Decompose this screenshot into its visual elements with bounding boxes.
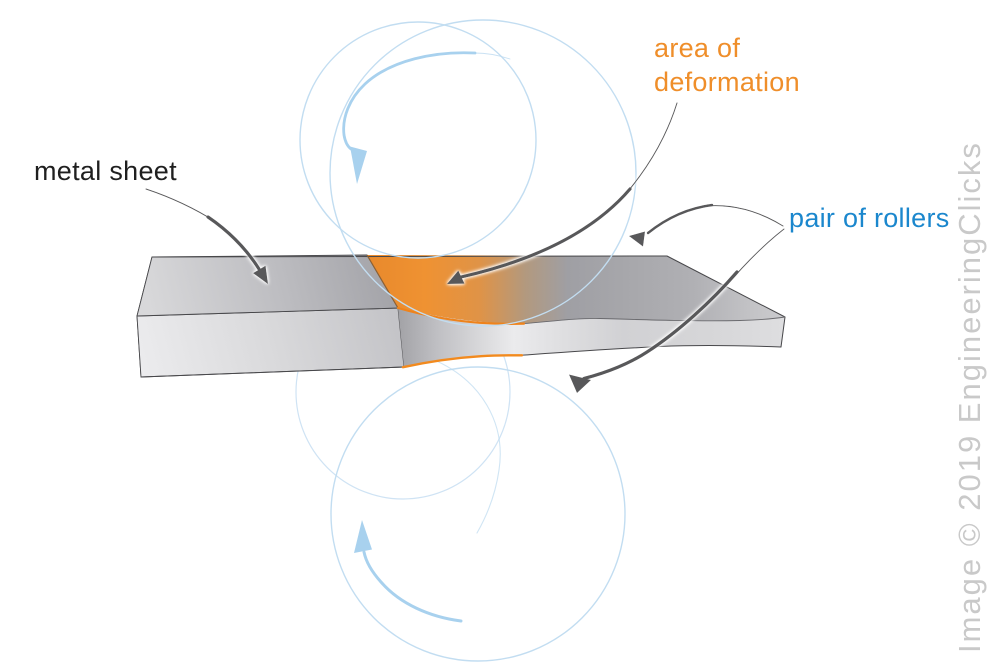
metal-sheet-label: metal sheet (34, 156, 177, 186)
arrowhead (447, 270, 465, 284)
arrowhead (253, 265, 268, 284)
rollers-upper-arrow (629, 203, 784, 247)
bottom-roller-rotation-arrow (354, 358, 501, 623)
area-of-deformation-label: area of deformation (654, 31, 800, 99)
top-roller-front-circle (329, 19, 637, 327)
deformation-bottom-orange-edge (401, 354, 524, 369)
top-roller-outline (299, 19, 637, 327)
metal-sheet-3d (136, 254, 786, 378)
deformation-crease-edge (366, 254, 399, 309)
top-roller-rotation-arrow (342, 51, 511, 184)
sheet-left-front-face (136, 307, 405, 378)
sheet-ridge-edge (523, 316, 786, 325)
arrowhead (629, 231, 645, 247)
deformation-arrow (447, 102, 678, 284)
bottom-roller-front-circle (330, 366, 626, 662)
pair-of-rollers-label: pair of rollers (789, 203, 950, 233)
rotation-arrowhead-up (354, 520, 372, 553)
metal-sheet-arrow (145, 188, 268, 284)
rotation-arrowhead-down (350, 146, 367, 184)
arrowhead (569, 374, 591, 393)
rollers-lower-arrow (569, 228, 785, 393)
sheet-left-top-face (136, 254, 399, 317)
annotation-arrows (145, 102, 785, 393)
area-of-deformation-label-line2: deformation (654, 67, 800, 97)
top-roller-back-circle (299, 21, 537, 259)
area-of-deformation-label-line1: area of (654, 33, 741, 63)
deformation-top-face (367, 255, 785, 324)
copyright-watermark: Image © 2019 EngineeringClicks (952, 141, 987, 653)
